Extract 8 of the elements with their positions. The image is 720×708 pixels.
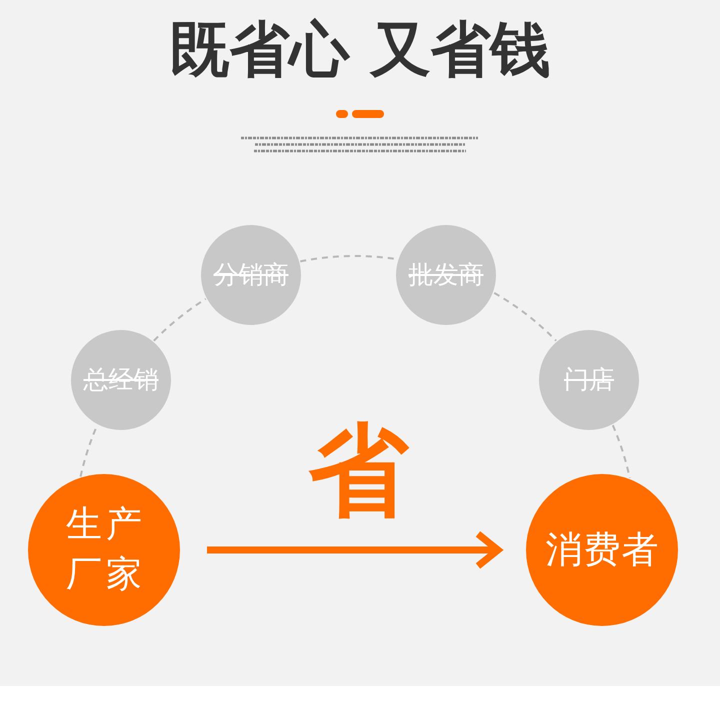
dashed-connector	[494, 292, 557, 342]
node-label: 生产厂家	[65, 502, 147, 597]
arrow	[207, 530, 502, 570]
dashed-connector	[153, 298, 206, 342]
edge-label: 省	[308, 420, 408, 520]
title: 既省心 又省钱	[170, 14, 550, 87]
node-label: 消费者	[544, 528, 660, 572]
dashed-connector	[612, 424, 631, 479]
